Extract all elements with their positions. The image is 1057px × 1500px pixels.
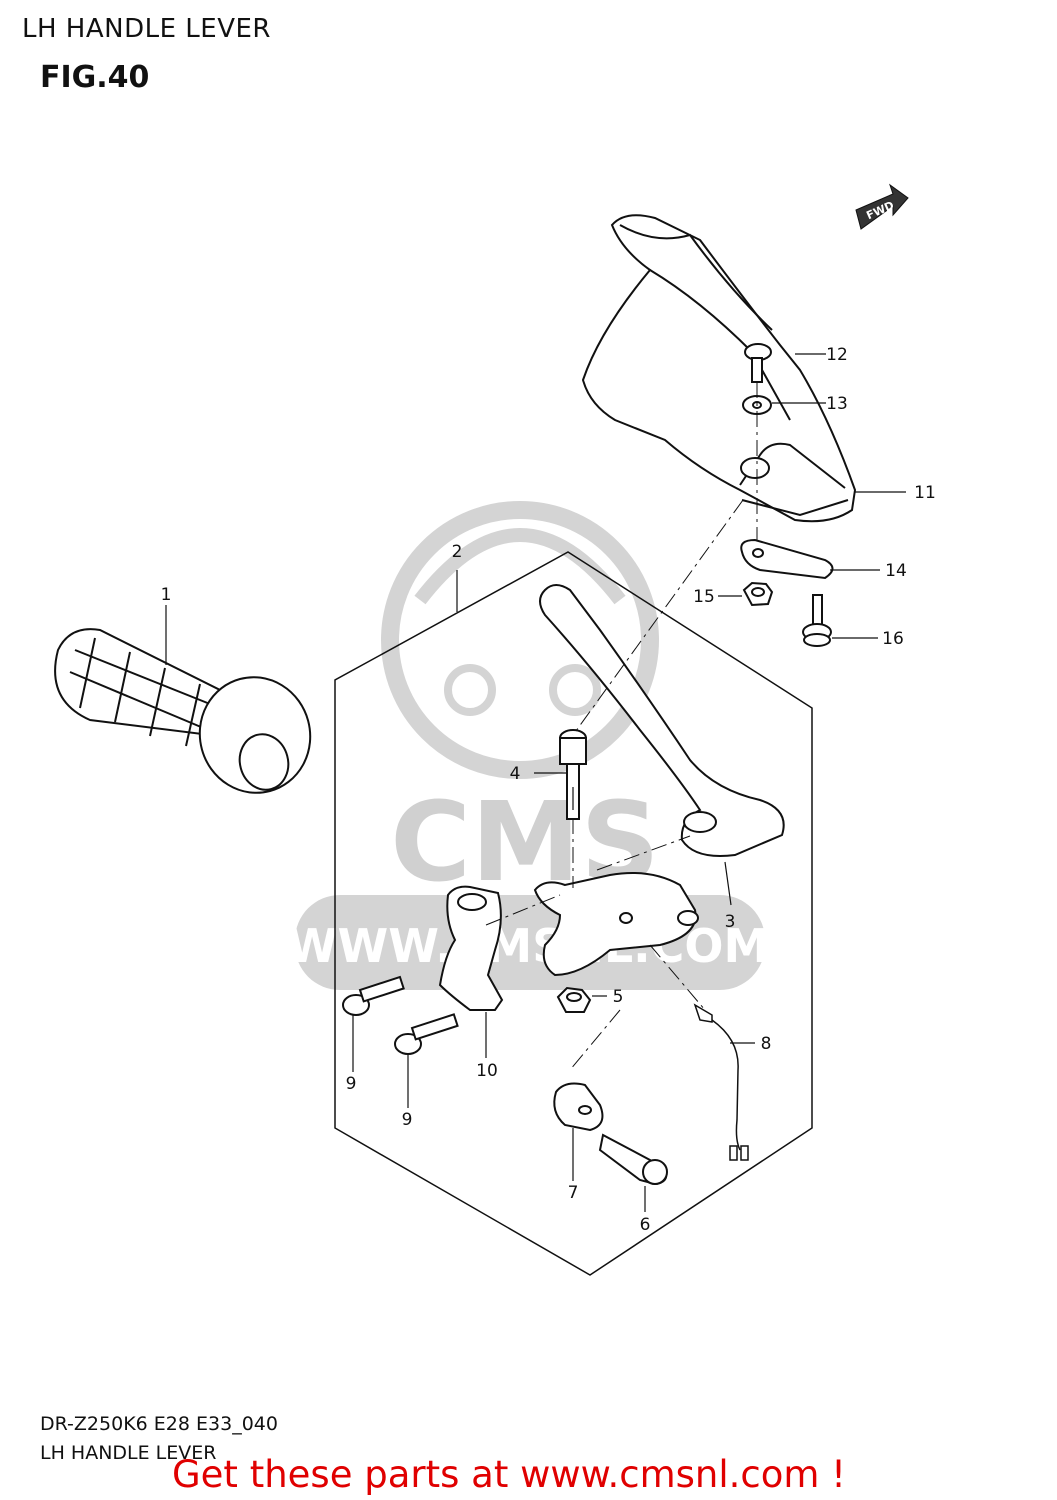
adjuster-part — [598, 1133, 668, 1186]
figure-number: FIG.40 — [40, 60, 150, 95]
page-title: LH HANDLE LEVER — [22, 14, 271, 44]
callout-7: 7 — [568, 1183, 579, 1203]
diagram-code: DR-Z250K6 E28 E33_040 — [40, 1413, 278, 1435]
watermark-site: WWW.CMSNL.COM — [287, 919, 770, 973]
center-lines — [485, 382, 758, 1071]
knuckle-guard-part — [581, 214, 857, 523]
callout-6: 6 — [640, 1215, 651, 1235]
callout-labels: 1 2 3 4 5 6 7 8 9 9 10 11 12 13 14 15 16 — [161, 345, 936, 1235]
footer-title: LH HANDLE LEVER — [40, 1442, 217, 1464]
callout-11: 11 — [914, 483, 936, 503]
callout-12: 12 — [826, 345, 848, 365]
grip-part — [54, 628, 312, 794]
callout-9b: 9 — [402, 1110, 413, 1130]
callout-3: 3 — [725, 912, 736, 932]
callout-13: 13 — [826, 394, 848, 414]
switch-part — [693, 1003, 749, 1161]
callout-15: 15 — [693, 587, 715, 607]
callout-1: 1 — [161, 585, 172, 605]
screw-part — [744, 343, 772, 383]
leader-lines — [165, 353, 906, 1212]
lever-holder-part — [533, 872, 699, 977]
callout-8: 8 — [761, 1034, 772, 1054]
callout-2: 2 — [452, 542, 463, 562]
cover-part — [553, 1082, 604, 1132]
bolt-upper-part — [342, 975, 405, 1016]
callout-10: 10 — [476, 1061, 498, 1081]
holder-part — [438, 885, 504, 1011]
plate-part — [740, 538, 834, 580]
callout-4: 4 — [510, 764, 521, 784]
clutch-lever-part — [539, 584, 785, 857]
nut-part — [742, 581, 774, 607]
promo-banner-link[interactable]: Get these parts at www.cmsnl.com ! — [172, 1453, 847, 1496]
callout-5: 5 — [613, 987, 624, 1007]
callout-14: 14 — [885, 561, 907, 581]
hex-nut-part — [556, 986, 592, 1013]
callout-16: 16 — [882, 629, 904, 649]
bolt-lower-part — [394, 1013, 459, 1055]
flange-bolt-part — [802, 594, 832, 647]
assembly-outline — [334, 551, 813, 1276]
fwd-arrow-icon: FWD — [855, 183, 909, 230]
callout-9a: 9 — [346, 1074, 357, 1094]
